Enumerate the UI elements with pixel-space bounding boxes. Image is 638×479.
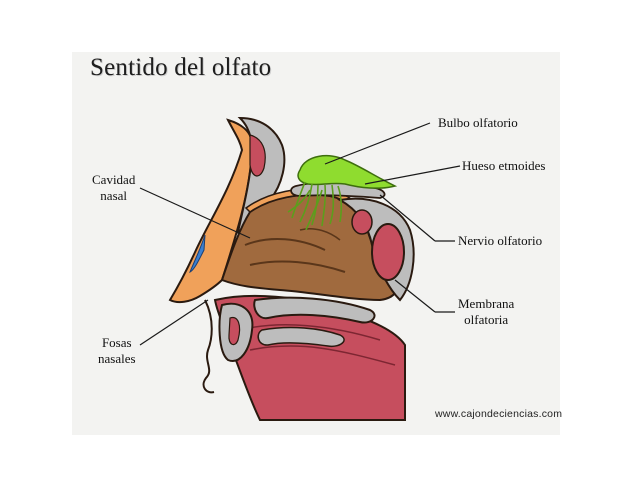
label-cavidad-nasal: Cavidad nasal bbox=[92, 172, 136, 203]
leader-lines bbox=[139, 122, 461, 346]
label-hueso-etmoides: Hueso etmoides bbox=[462, 158, 546, 173]
figure-title: Sentido del olfato bbox=[90, 54, 272, 81]
credit-url: www.cajondeciencias.com bbox=[435, 408, 563, 420]
label-membrana-olfatoria: Membrana olfatoria bbox=[458, 296, 515, 327]
label-fosas-nasales: Fosas nasales bbox=[98, 335, 136, 366]
nasal-vein bbox=[189, 234, 206, 274]
lip-outline bbox=[202, 299, 215, 394]
palate-bone bbox=[253, 296, 376, 324]
olfactory-bulb bbox=[297, 154, 398, 189]
sphenoid-sinus bbox=[371, 223, 405, 281]
olfactory-nerve-fibres bbox=[287, 181, 343, 231]
label-nervio-olfatorio: Nervio olfatorio bbox=[458, 233, 543, 248]
label-bulbo-olfatorio: Bulbo olfatorio bbox=[438, 115, 518, 130]
